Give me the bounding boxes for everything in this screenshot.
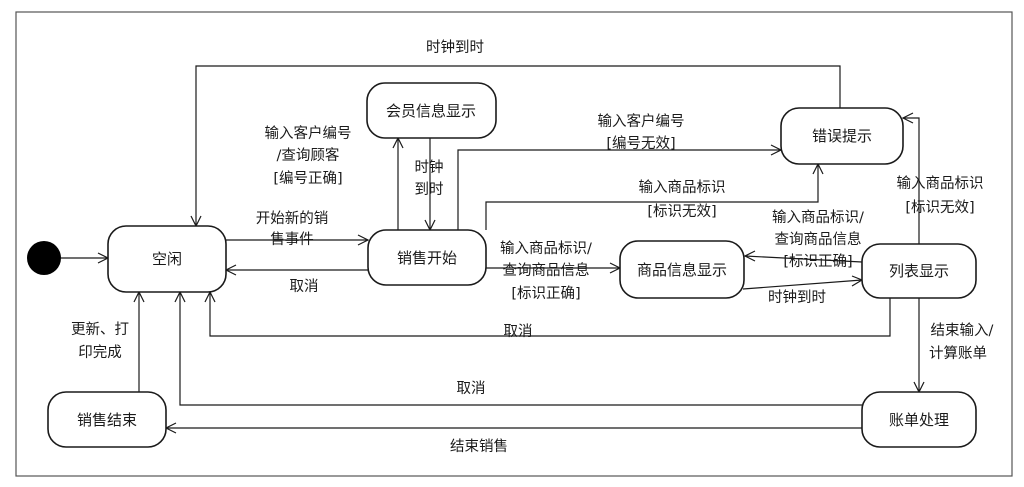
state-list-display: 列表显示 — [861, 243, 977, 299]
label-clock-2: 到时 — [415, 181, 444, 198]
edge-product-to-list-timeout — [742, 279, 863, 290]
label-product-valid-1: 输入商品标识/ — [500, 240, 592, 257]
label-end-input-1: 结束输入/ — [931, 322, 994, 339]
edge-list-to-error — [903, 117, 920, 244]
state-bill-processing: 账单处理 — [861, 391, 977, 448]
edge-list-to-idle-cancel — [209, 292, 891, 337]
label-product-invalid-1: 输入商品标识 — [639, 179, 726, 196]
label-customer-invalid-1: 输入客户编号 — [598, 113, 685, 130]
label-product-valid-3: [标识正确] — [511, 285, 580, 302]
state-idle-label: 空闲 — [152, 250, 182, 268]
label-end-sale: 结束销售 — [450, 438, 508, 455]
label-input-customer-2: /查询顾客 — [277, 147, 340, 164]
state-error-prompt: 错误提示 — [780, 107, 904, 165]
label-product-valid-2: 查询商品信息 — [503, 262, 590, 279]
arrowhead-product-from-list — [743, 250, 756, 262]
edge-bill-to-idle-cancel — [179, 292, 862, 406]
state-sale-start-label: 销售开始 — [397, 249, 457, 267]
edge-list-to-product — [744, 255, 863, 263]
label-start-new-sale-1: 开始新的销 — [256, 210, 329, 227]
label-list-input-invalid-1: 输入商品标识 — [897, 175, 984, 192]
state-bill-processing-label: 账单处理 — [889, 411, 949, 429]
label-input-customer-1: 输入客户编号 — [265, 125, 352, 142]
label-clock-timeout-product: 时钟到时 — [768, 289, 826, 306]
label-end-input-2: 计算账单 — [929, 345, 987, 362]
state-sale-end-label: 销售结束 — [77, 411, 137, 429]
state-list-display-label: 列表显示 — [889, 262, 949, 280]
label-update-print-1: 更新、打 — [71, 321, 129, 338]
label-customer-invalid-2: [编号无效] — [606, 135, 675, 152]
state-product-display: 商品信息显示 — [619, 240, 745, 299]
state-sale-end: 销售结束 — [47, 391, 167, 448]
label-list-input-product-2: 查询商品信息 — [775, 231, 862, 248]
label-clock-timeout-top: 时钟到时 — [426, 39, 484, 56]
edge-sale-start-to-error-customer — [457, 149, 781, 230]
label-product-invalid-2: [标识无效] — [647, 203, 716, 220]
label-list-input-invalid-2: [标识无效] — [905, 199, 974, 216]
label-cancel-list: 取消 — [504, 323, 533, 340]
label-clock-1: 时钟 — [415, 159, 444, 176]
state-error-prompt-label: 错误提示 — [812, 127, 872, 145]
edge-error-to-idle-timeout — [195, 65, 841, 226]
label-list-input-product-1: 输入商品标识/ — [772, 209, 864, 226]
initial-state-dot — [27, 241, 61, 275]
label-input-customer-3: [编号正确] — [273, 170, 342, 187]
label-start-new-sale-2: 售事件 — [270, 231, 314, 248]
arrowhead-error-from-list — [901, 112, 914, 124]
state-idle: 空闲 — [107, 225, 227, 293]
state-member-display-label: 会员信息显示 — [386, 102, 476, 120]
edge-sale-start-to-error-product — [485, 164, 819, 230]
label-update-print-2: 印完成 — [78, 344, 122, 361]
state-product-display-label: 商品信息显示 — [637, 261, 727, 279]
arrowhead-sale-start-from-idle — [357, 234, 370, 246]
state-sale-start: 销售开始 — [367, 229, 487, 286]
label-cancel-bill: 取消 — [457, 380, 486, 397]
label-cancel-sale-start: 取消 — [290, 278, 319, 295]
label-list-input-product-3: [标识正确] — [783, 253, 852, 270]
state-member-display: 会员信息显示 — [366, 82, 497, 139]
